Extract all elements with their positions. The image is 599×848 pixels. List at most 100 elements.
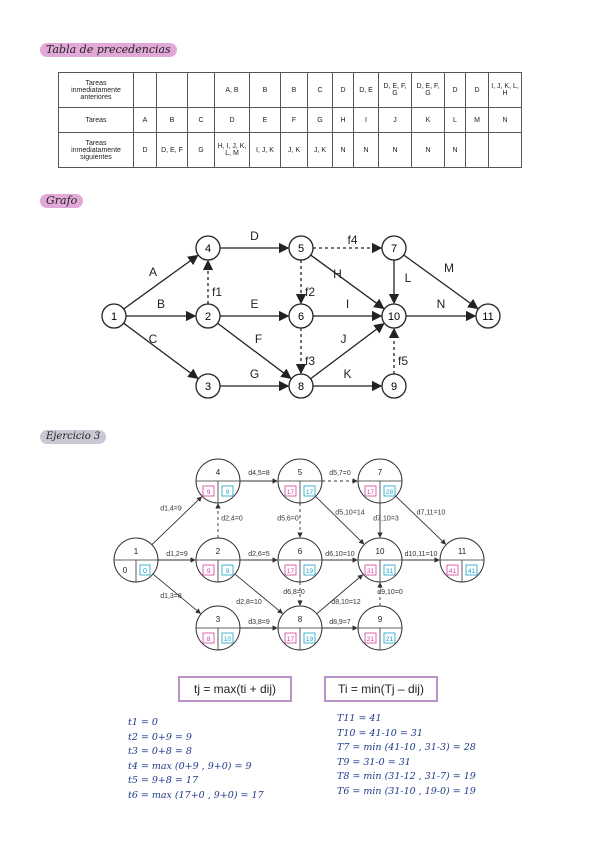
- edge-label: C: [149, 332, 158, 346]
- late-time: 10: [224, 636, 232, 643]
- edge-label: D: [250, 229, 259, 243]
- table-cell-siguientes: I, J, K: [249, 132, 281, 168]
- formula-late-times: Ti = min(Tj – dij): [324, 676, 438, 702]
- exercise-edge-label: d10,11=10: [405, 551, 438, 558]
- early-time: 41: [449, 568, 457, 575]
- table-cell-tareas: E: [249, 107, 281, 133]
- exercise-edge-label: d7,10=3: [373, 516, 399, 523]
- calc-line: t5 = 9+8 = 17: [128, 775, 198, 787]
- exercise-node-label: 11: [458, 547, 467, 556]
- edge-label: M: [444, 261, 454, 275]
- table-cell-anteriores: D: [332, 72, 354, 108]
- exercise-edge-label: d9,10=0: [377, 589, 403, 596]
- edge-label: L: [405, 271, 412, 285]
- table-cell-anteriores: C: [307, 72, 333, 108]
- graph-edge: [310, 323, 385, 380]
- late-time: 28: [386, 489, 394, 496]
- edge-label: J: [341, 332, 347, 346]
- calc-line: T7 = min (41-10 , 31-3) = 28: [337, 742, 476, 754]
- exercise-edge-label: d2,6=5: [248, 551, 270, 558]
- exercise-edge-label: d6,10=10: [325, 551, 354, 558]
- late-time: 17: [306, 489, 314, 496]
- calc-line: t3 = 0+8 = 8: [128, 746, 192, 758]
- graph-node-label: 7: [391, 243, 397, 255]
- graph-node: [195, 303, 221, 329]
- graph-node-label: 11: [482, 311, 493, 323]
- graph-edge: [403, 254, 479, 310]
- exercise-edge-label: d4,5=8: [248, 470, 270, 477]
- late-time-box: [383, 564, 396, 576]
- early-time-box: [364, 564, 377, 576]
- late-time-box: [221, 564, 234, 576]
- exercise-edge-label: d3,8=9: [248, 619, 270, 626]
- late-time-box: [139, 564, 151, 576]
- late-time-box: [383, 632, 396, 644]
- table-cell-tareas: D: [214, 107, 250, 133]
- late-time-box: [303, 632, 316, 644]
- graph-edge: [123, 254, 199, 310]
- exercise-edge-label: d2,4=0: [221, 516, 243, 523]
- table-cell-tareas: G: [307, 107, 333, 133]
- exercise-edge-label: d6,8=0: [283, 589, 305, 596]
- graph-edge: [151, 496, 203, 546]
- exercise-edge-label: d1,2=9: [166, 551, 188, 558]
- table-cell-siguientes: J, K: [307, 132, 333, 168]
- graph-node: [101, 303, 127, 329]
- table-cell-anteriores: [133, 72, 157, 108]
- exercise-edge-label: d8,9=7: [329, 619, 351, 626]
- edge-label: K: [343, 367, 351, 381]
- table-cell-siguientes: H, I, J, K, L, M: [214, 132, 250, 168]
- late-time: 21: [386, 636, 394, 643]
- exercise-node-label: 9: [378, 615, 383, 624]
- exercise-node-label: 3: [216, 615, 221, 624]
- graph-node: [381, 235, 407, 261]
- early-time-box: [446, 564, 459, 576]
- exercise-edge-label: d2,8=10: [236, 599, 262, 606]
- graph-node: [195, 373, 221, 399]
- graph-edge: [310, 254, 385, 310]
- exercise-edge-label: d8,10=12: [331, 599, 360, 606]
- calc-line: T9 = 31-0 = 31: [337, 756, 411, 768]
- table-cell-siguientes: G: [187, 132, 215, 168]
- dummy-edge-label: f5: [398, 354, 408, 368]
- graph-node-label: 6: [298, 311, 304, 323]
- exercise-edge-label: d5,7=0: [329, 470, 351, 477]
- table-cell-anteriores: B: [280, 72, 308, 108]
- graph-node-label: 3: [205, 381, 211, 393]
- graph-node: [195, 235, 221, 261]
- edge-label: A: [149, 265, 157, 279]
- late-time-box: [303, 564, 316, 576]
- graph-node-label: 2: [205, 311, 211, 323]
- early-time: 9: [207, 568, 211, 575]
- late-time: 19: [306, 636, 314, 643]
- late-time: 31: [386, 568, 394, 575]
- early-time: 21: [367, 636, 375, 643]
- exercise-node-label: 8: [298, 615, 303, 624]
- table-cell-siguientes: N: [378, 132, 412, 168]
- graph-node: [381, 303, 407, 329]
- start-value: 0: [123, 566, 128, 575]
- table-cell-siguientes: N: [353, 132, 379, 168]
- table-cell-siguientes: [488, 132, 522, 168]
- edge-label: H: [333, 267, 342, 281]
- early-time: 17: [287, 489, 295, 496]
- exercise-node-label: 5: [298, 468, 303, 477]
- table-cell-tareas: K: [411, 107, 445, 133]
- exercise-edge-label: d5,6=0: [277, 516, 299, 523]
- section-title-grafo: Grafo: [40, 194, 84, 208]
- edge-label: I: [346, 297, 349, 311]
- graph-edge: [395, 495, 447, 545]
- graph-node: [475, 303, 501, 329]
- graph-edge: [123, 322, 199, 380]
- late-time-box: [465, 564, 478, 576]
- table-cell-tareas: F: [280, 107, 308, 133]
- calc-line: t4 = max (0+9 , 9+0) = 9: [128, 760, 252, 772]
- late-time-box: [221, 632, 234, 644]
- table-cell-tareas: L: [444, 107, 466, 133]
- table-cell-siguientes: N: [332, 132, 354, 168]
- early-time: 8: [207, 636, 211, 643]
- table-cell-anteriores: [187, 72, 215, 108]
- exercise-edge-label: d1,3=8: [160, 593, 182, 600]
